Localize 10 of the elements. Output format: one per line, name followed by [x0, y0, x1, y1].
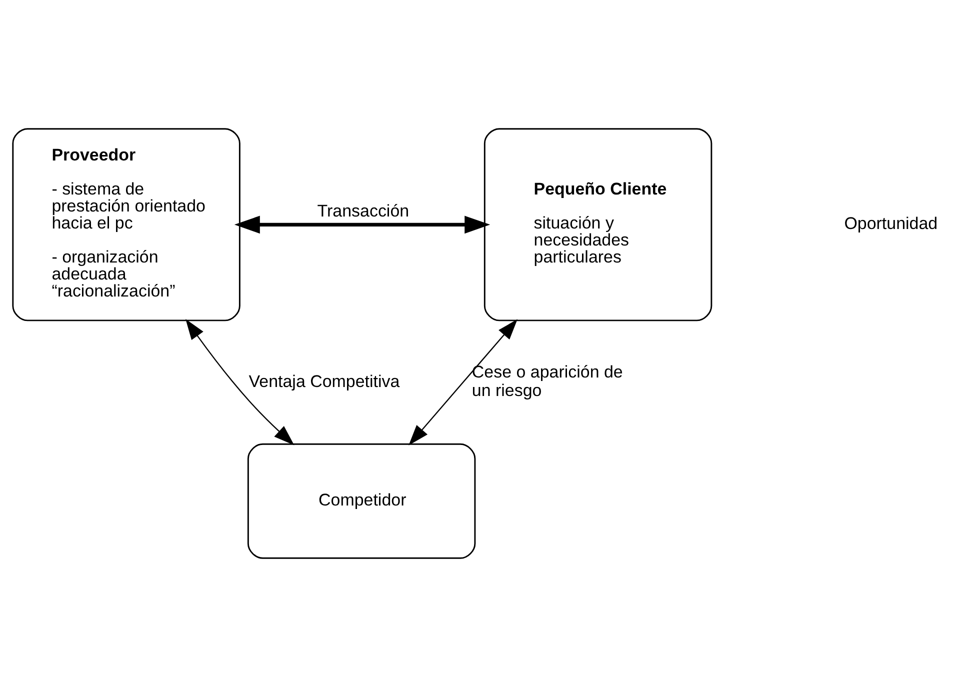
label: Oportunidad: [844, 214, 938, 233]
arrow: [186, 318, 294, 445]
node-box: Proveedor - sistema de prestación orientado hacia el pc - organización adecuada “racionalización”: [12, 128, 240, 321]
edge-label: Transacción: [317, 200, 410, 220]
arrow: [234, 215, 490, 234]
node-box: Competidor: [247, 442, 476, 558]
node-box: Pequeño Cliente situación y necesidades particulares: [484, 128, 712, 321]
edge-label: Ventaja Competitiva: [248, 371, 400, 390]
edge-label: Cese o aparición de un riesgo: [472, 362, 623, 400]
arrow: [408, 318, 518, 445]
